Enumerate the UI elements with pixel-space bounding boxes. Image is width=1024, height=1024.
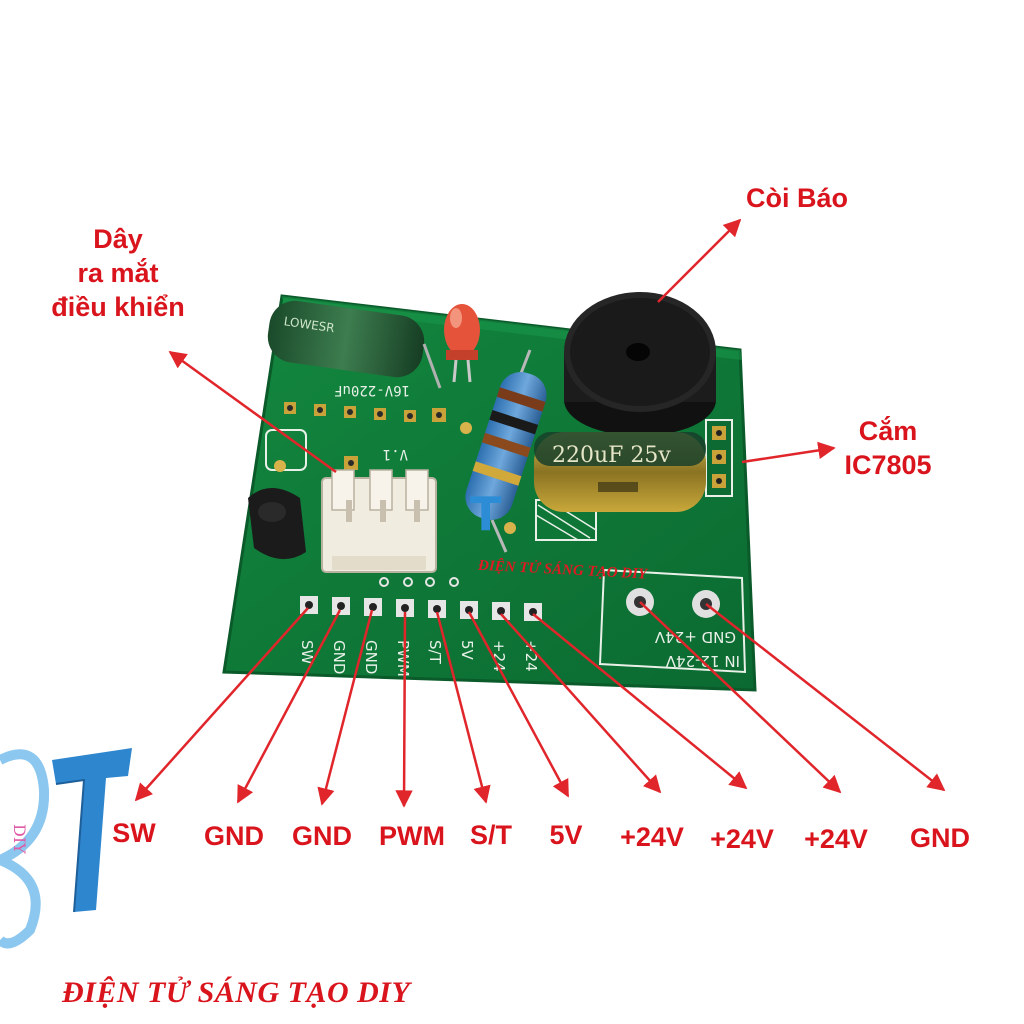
header-silk-labels: SW GND GND PWM S/T 5V +24 +24: [298, 640, 540, 677]
ic7805-socket: [705, 419, 733, 497]
callout-arrows: [134, 218, 946, 808]
watermark-logo: DIY: [0, 748, 132, 949]
pin-label-st: S/T: [469, 820, 512, 850]
pin-label-24v-2: +24V: [710, 824, 774, 854]
svg-text:+24: +24: [490, 640, 508, 672]
callout-buzzer-label: Còi Báo: [745, 183, 848, 213]
svg-text:5V: 5V: [458, 640, 476, 661]
power-silk-text: GND +24V: [654, 628, 736, 646]
svg-text:T: T: [470, 487, 502, 541]
bottom-header-pads: [300, 577, 542, 621]
pin-label-sw: SW: [112, 818, 156, 848]
electrolytic-capacitor-large: 220uF 25v: [534, 432, 706, 512]
svg-text:DIY: DIY: [10, 824, 29, 854]
electrolytic-capacitor-small: LOWESR: [267, 300, 442, 389]
resistor: [465, 349, 547, 553]
callout-wire-label: Dây ra mắt điều khiển: [30, 222, 206, 324]
svg-text:GND: GND: [362, 640, 380, 674]
footer-brand: ĐIỆN TỬ SÁNG TẠO DIY: [62, 976, 411, 1009]
callout-wire-line-2: ra mắt: [77, 258, 159, 288]
svg-text:GND: GND: [330, 640, 348, 674]
red-led: [444, 304, 480, 383]
pin-label-24v-1: +24V: [620, 822, 684, 852]
svg-text:SW: SW: [298, 640, 316, 665]
transistor: [248, 488, 306, 560]
cap-silk-text: 16V-220uF: [334, 382, 410, 398]
pin-label-gnd-3: GND: [910, 823, 970, 853]
jst-connector: [321, 469, 437, 573]
buzzer-component: [564, 292, 716, 436]
version-silk-text: V.1: [383, 446, 408, 462]
callout-regulator-line-1: Cắm: [858, 416, 918, 446]
board-logo: T: [470, 487, 502, 541]
pin-label-gnd-1: GND: [204, 821, 264, 851]
top-header-pads: [284, 402, 446, 470]
callout-wire-line-1: Dây: [93, 224, 143, 254]
svg-text:220uF 25v: 220uF 25v: [552, 443, 671, 468]
callout-regulator-line-2: IC7805: [844, 450, 932, 480]
pin-label-pwm: PWM: [379, 821, 445, 851]
pin-label-5v: 5V: [549, 820, 583, 850]
pin-label-gnd-2: GND: [292, 821, 352, 851]
pin-label-24v-3: +24V: [804, 824, 868, 854]
svg-text:+24: +24: [522, 640, 540, 672]
callout-regulator-label: Cắm IC7805: [824, 414, 952, 482]
svg-text:S/T: S/T: [426, 640, 444, 665]
svg-text:PWM: PWM: [394, 640, 412, 677]
callout-wire-line-3: điều khiển: [51, 292, 185, 322]
